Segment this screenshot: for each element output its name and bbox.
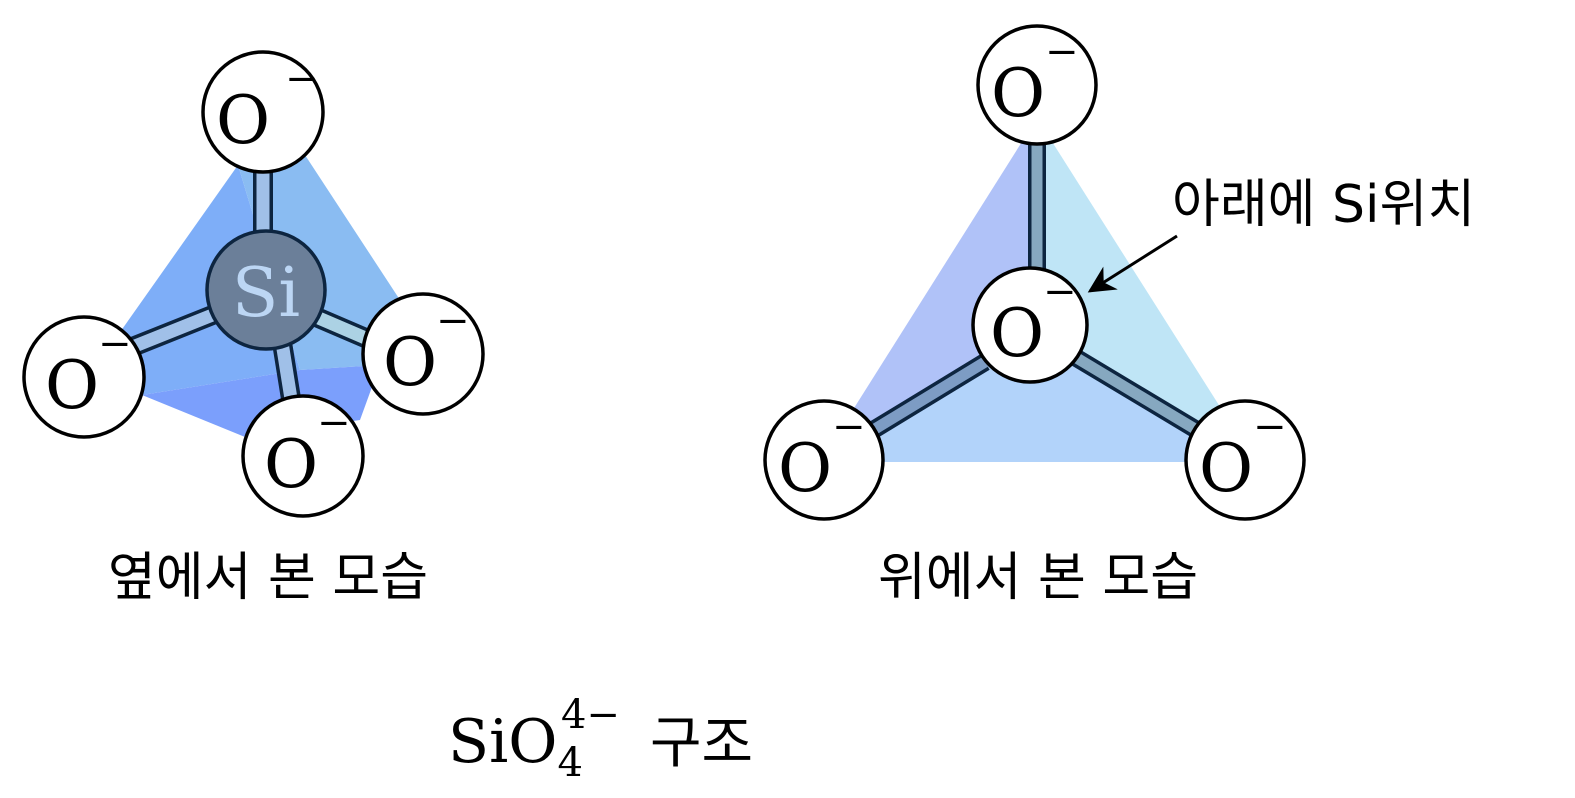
oxygen-label: O — [45, 347, 99, 424]
oxygen-top: O − — [201, 50, 325, 174]
si-atom: Si — [205, 229, 327, 351]
oxygen-top: O − — [976, 24, 1098, 146]
annotation-arrow — [1087, 234, 1178, 293]
charge-label: − — [1043, 269, 1077, 315]
oxygen-left: O − — [22, 315, 146, 439]
top-view-label: 위에서 본 모습 — [878, 548, 1198, 608]
side-view-tetrahedron: Si O − O − O − O − — [22, 50, 485, 518]
charge-label: − — [285, 56, 319, 102]
face-left — [820, 118, 1037, 462]
side-view-label: 옆에서 본 모습 — [108, 548, 428, 608]
oxygen-label: O — [1199, 430, 1253, 507]
oxygen-center: O − — [971, 266, 1089, 384]
caption: SiO44− 구조 — [448, 692, 753, 786]
annotation-label: 아래에 Si위치 — [1172, 175, 1475, 235]
charge-label: − — [436, 298, 470, 344]
top-view-tetrahedron: O − O − O − O − — [763, 24, 1306, 521]
oxygen-label: O — [383, 324, 437, 401]
formula-base: SiO — [448, 707, 557, 777]
charge-label: − — [1045, 29, 1079, 75]
formula-superscript: 4− — [561, 692, 620, 738]
si-label: Si — [232, 254, 300, 333]
oxygen-label: O — [991, 55, 1045, 132]
oxygen-right: O − — [1184, 399, 1306, 521]
oxygen-bottom: O − — [241, 394, 365, 518]
oxygen-right: O − — [361, 292, 485, 416]
oxygen-label: O — [216, 82, 270, 159]
oxygen-label: O — [264, 426, 318, 503]
face-bottom — [820, 325, 1255, 462]
svg-text:SiO44−: SiO44− — [448, 692, 620, 786]
caption-suffix: 구조 — [650, 711, 753, 776]
oxygen-label: O — [778, 430, 832, 507]
bonds — [865, 140, 1205, 440]
charge-label: − — [98, 321, 132, 367]
charge-label: − — [832, 404, 866, 450]
formula-subscript: 4 — [557, 740, 582, 786]
oxygen-left: O − — [763, 399, 885, 521]
oxygen-label: O — [990, 295, 1044, 372]
charge-label: − — [1253, 404, 1287, 450]
face-right — [1030, 118, 1255, 462]
charge-label: − — [317, 400, 351, 446]
